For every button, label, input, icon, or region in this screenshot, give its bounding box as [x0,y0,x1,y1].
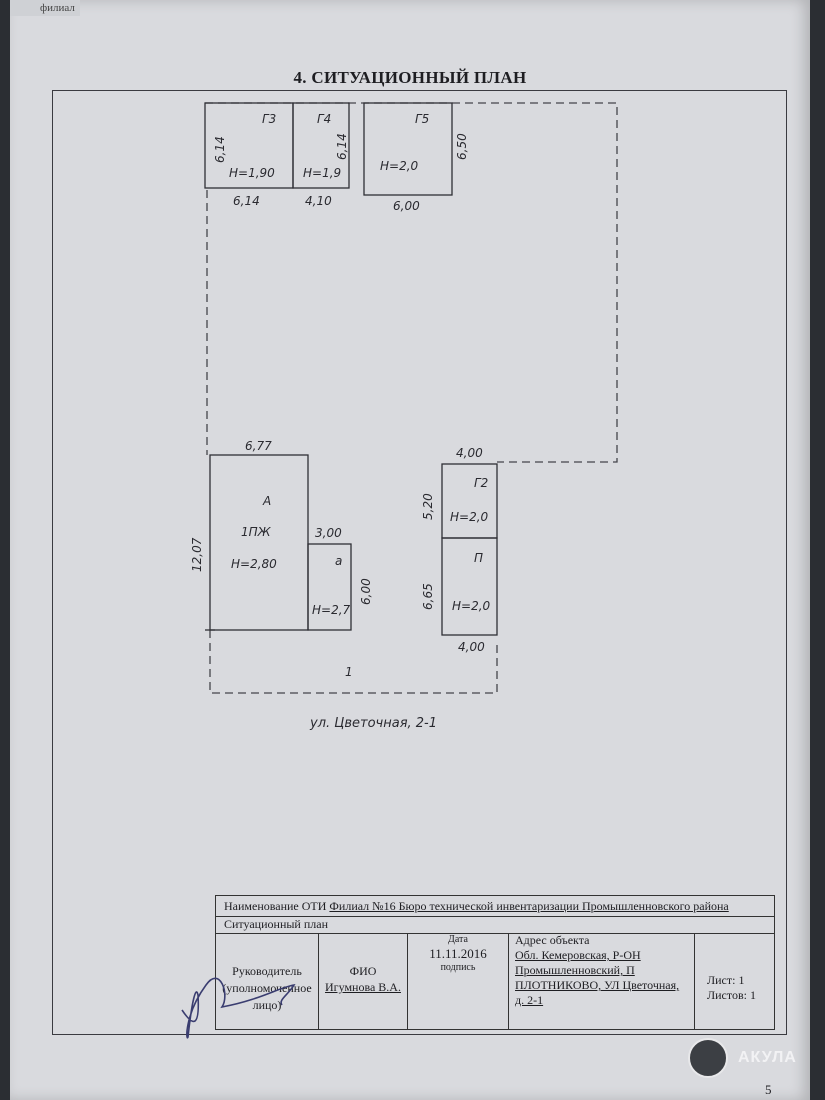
house-a-height: Н=2,80 [231,557,277,571]
plan-frame [52,90,787,1035]
org-label: Наименование ОТИ [224,899,327,913]
garage-g4-height: Н=1,9 [303,166,341,180]
address-label: Адрес объекта [515,933,590,947]
annex-a-height: Н=2,7 [312,603,351,617]
date-cell: Дата 11.11.2016 подпись [407,933,509,1030]
garage-g2-top-dim: 4,00 [456,446,483,460]
fio-value: Игумнова В.А. [325,980,401,994]
garage-g2-label: Г2 [474,476,488,490]
shed-p-label: П [474,551,483,565]
fio-label: ФИО [349,964,377,978]
annex-a [307,543,352,631]
shed-p [441,537,498,636]
doc-name: Ситуационный план [215,916,775,934]
sign-label: подпись [440,962,476,973]
annex-a-label: а [335,554,342,568]
title-block-org-row: Наименование ОТИ Филиал №16 Бюро техниче… [215,895,775,917]
shed-p-side-dim: 6,65 [421,583,435,610]
lot-boundary-upper [205,102,618,463]
date-label: Дата [448,934,468,945]
garage-g2-height: Н=2,0 [450,510,489,524]
garage-g4-side-dim: 6,14 [335,133,349,160]
garage-g5-side-dim: 6,50 [455,133,469,160]
fio-cell: ФИО Игумнова В.А. [318,933,408,1030]
garage-g5 [363,102,453,196]
address-value: Обл. Кемеровская, Р-ОН Промышленновский,… [515,948,680,1007]
street-address: ул. Цветочная, 2-1 [309,716,437,731]
shed-p-height: Н=2,0 [452,599,491,613]
address-cell: Адрес объекта Обл. Кемеровская, Р-ОН Про… [508,933,695,1030]
garage-g2 [441,463,498,539]
garage-g3-label: Г3 [262,112,276,126]
garage-g3-side-dim: 6,14 [213,136,227,163]
annex-a-side-dim: 6,00 [359,578,373,605]
sheet-count: Листов: 1 [707,988,756,1002]
previous-page-scrap: филиал [10,0,80,16]
garage-g5-height: Н=2,0 [380,159,419,173]
lot-label: 1 [345,665,353,679]
lot-boundary-lower [209,630,498,694]
shed-p-bottom-dim: 4,00 [458,640,485,654]
house-a-purpose: 1ПЖ [241,525,272,539]
watermark-text: АКУЛА [738,1049,797,1066]
garage-g4-label: Г4 [317,112,331,126]
org-value: Филиал №16 Бюро технической инвентаризац… [329,899,729,913]
house-a-top-dim: 6,77 [245,439,272,453]
garage-g2-side-dim: 5,20 [421,493,435,520]
garage-g3-bottom-dim: 6,14 [233,194,260,208]
garage-g4-bottom-dim: 4,10 [305,194,332,208]
page-number: 5 [765,1082,772,1097]
house-a-label: А [262,494,271,508]
handwritten-signature [181,977,296,1039]
house-a [209,454,309,631]
date-value: 11.11.2016 [429,946,487,961]
annex-a-top-dim: 3,00 [315,526,342,540]
page-title: 4. СИТУАЦИОННЫЙ ПЛАН [293,68,527,87]
garage-g5-bottom-dim: 6,00 [393,199,420,213]
garage-g4 [292,102,350,189]
house-a-side-dim: 12,07 [190,537,204,572]
title-block: Наименование ОТИ Филиал №16 Бюро техниче… [215,895,775,1030]
sheet-number: Лист: 1 [707,973,745,987]
garage-g3-height: Н=1,90 [229,166,275,180]
garage-g5-label: Г5 [415,112,429,126]
watermark-logo-icon [688,1038,728,1078]
sheet-cell: Лист: 1 Листов: 1 [694,933,775,1030]
